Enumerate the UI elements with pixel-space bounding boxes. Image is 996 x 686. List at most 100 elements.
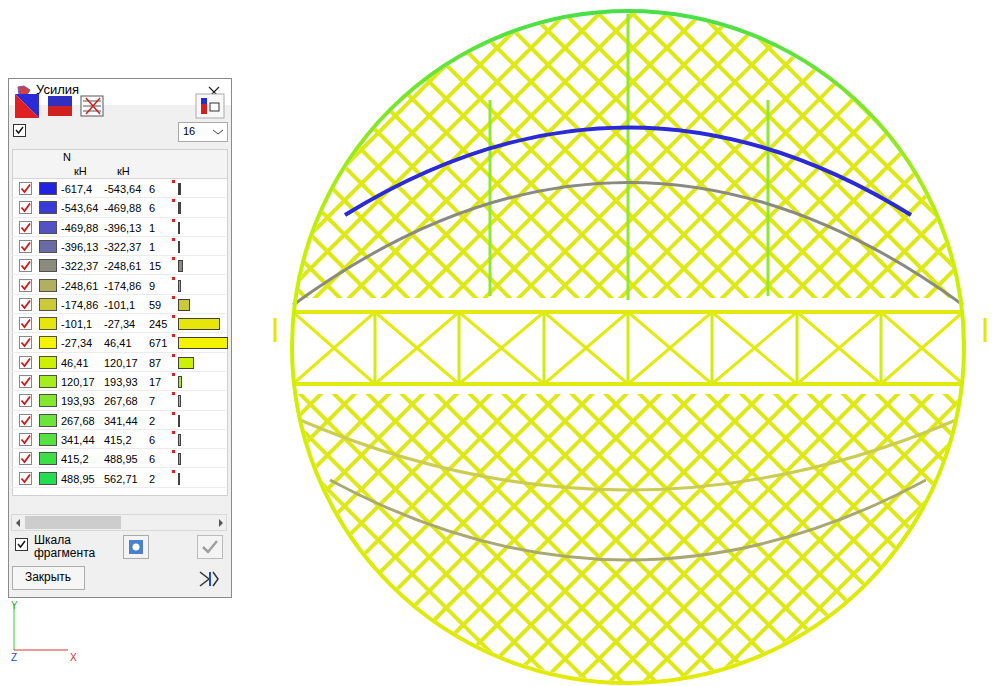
dropdown-value: 16 [183, 124, 195, 138]
legend-swatch [39, 433, 57, 446]
range-from: 120,17 [61, 375, 95, 389]
row-marker [172, 450, 175, 453]
histogram-bar [178, 260, 183, 272]
histogram-bar [178, 183, 181, 195]
upper-ring [293, 183, 963, 306]
histogram-bar [178, 395, 181, 407]
range-from: -543,64 [61, 201, 98, 215]
histogram-bar [178, 241, 180, 253]
element-count: 6 [149, 433, 155, 447]
element-count: 87 [149, 356, 161, 370]
range-to: -27,34 [104, 317, 135, 331]
checkbox [15, 538, 29, 552]
element-count: 1 [149, 221, 155, 235]
histogram-bar [178, 357, 194, 369]
histogram-bar [178, 337, 228, 349]
range-from: 488,95 [61, 472, 95, 486]
legend-swatch [39, 336, 57, 349]
legend-swatch [39, 279, 57, 292]
element-count: 17 [149, 375, 161, 389]
histogram-bar [178, 434, 181, 446]
row-checkbox [19, 356, 33, 370]
legend-swatch [39, 472, 57, 485]
element-count: 671 [149, 336, 167, 350]
row-checkbox [19, 298, 33, 312]
row-checkbox [19, 279, 33, 293]
legend-swatch [39, 259, 57, 272]
support-tick [275, 318, 985, 342]
range-from: -27,34 [61, 336, 92, 350]
range-from: -396,13 [61, 240, 98, 254]
range-to: -101,1 [104, 298, 135, 312]
upper-ring-compressed [345, 128, 911, 216]
histogram-bar [178, 415, 180, 427]
legend-swatch [39, 356, 57, 369]
axis-label: X [70, 651, 77, 665]
row-checkbox [19, 259, 33, 273]
row-checkbox [19, 336, 33, 350]
element-count: 15 [149, 259, 161, 273]
legend-swatch [39, 182, 57, 195]
toolbar-icon [195, 93, 225, 119]
lower-lattice [290, 394, 970, 686]
row-marker [172, 296, 175, 299]
range-to: 488,95 [104, 452, 138, 466]
histogram-bar [178, 222, 180, 234]
checkbox-label: Шкала фрагмента [34, 534, 96, 560]
element-count: 2 [149, 472, 155, 486]
histogram-bar [178, 473, 180, 485]
element-count: 59 [149, 298, 161, 312]
row-marker [172, 431, 175, 434]
legend-swatch [39, 221, 57, 234]
range-to: 562,71 [104, 472, 138, 486]
range-to: 267,68 [104, 394, 138, 408]
row-marker [172, 412, 175, 415]
row-checkbox [19, 375, 33, 389]
row-marker [172, 392, 175, 395]
range-to: -469,88 [104, 201, 141, 215]
row-marker [172, 315, 175, 318]
row-checkbox [19, 394, 33, 408]
row-checkbox [19, 452, 33, 466]
row-marker [172, 180, 175, 183]
range-to: -248,61 [104, 259, 141, 273]
row-checkbox [19, 433, 33, 447]
legend-swatch [39, 201, 57, 214]
button-label: Закрыть [25, 570, 71, 584]
lower-ring [300, 420, 956, 490]
row-marker [172, 219, 175, 222]
row-checkbox [19, 221, 33, 235]
axis-label: Y [11, 599, 18, 613]
dropdown-arrow [212, 128, 224, 136]
truss-post [375, 312, 881, 384]
axis-x [14, 650, 68, 651]
range-from: 46,41 [61, 356, 89, 370]
range-from: 193,93 [61, 394, 95, 408]
legend-swatch [39, 452, 57, 465]
range-to: -174,86 [104, 279, 141, 293]
rib-vertical [490, 14, 768, 300]
row-marker [172, 238, 175, 241]
cut-icon [197, 569, 221, 589]
row-checkbox [19, 240, 33, 254]
range-to: -396,13 [104, 221, 141, 235]
histogram-bar [178, 299, 190, 311]
range-from: -174,86 [61, 298, 98, 312]
checkbox [13, 124, 27, 138]
lower-ring [330, 480, 926, 560]
row-marker [172, 257, 175, 260]
range-to: 415,2 [104, 433, 132, 447]
range-from: 341,44 [61, 433, 95, 447]
legend-swatch [39, 317, 57, 330]
scroll-arrows [13, 517, 227, 529]
rim-ring [292, 11, 964, 683]
range-from: -322,37 [61, 259, 98, 273]
range-from: 415,2 [61, 452, 89, 466]
range-from: -101,1 [61, 317, 92, 331]
range-from: 267,68 [61, 414, 95, 428]
histogram-bar [178, 202, 181, 214]
range-to: 120,17 [104, 356, 138, 370]
range-from: -617,4 [61, 182, 92, 196]
row-marker [172, 373, 175, 376]
row-marker [172, 277, 175, 280]
